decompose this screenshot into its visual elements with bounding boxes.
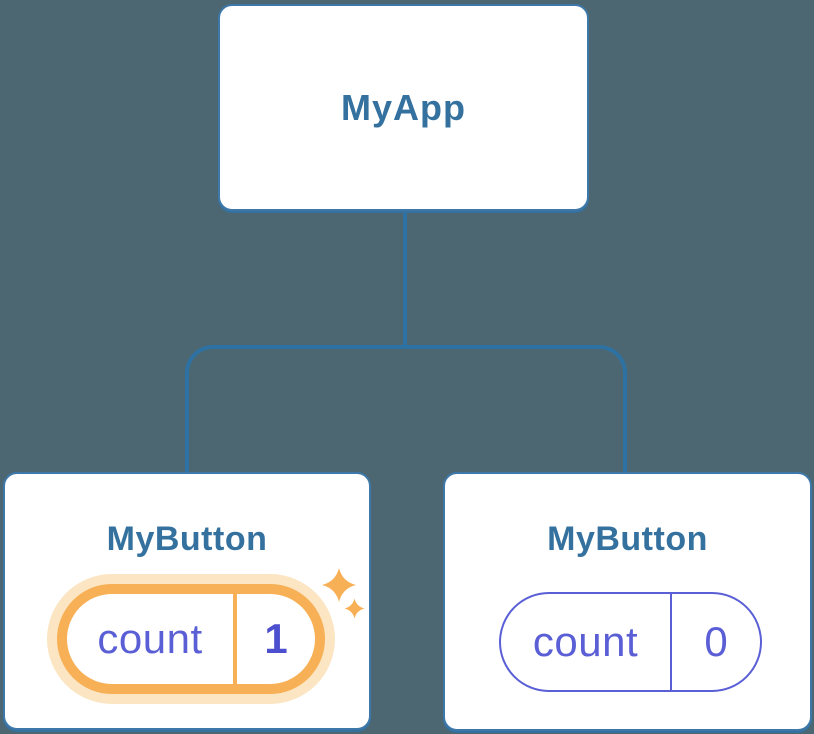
child-node-mybutton-left: MyButton count 1: [3, 472, 371, 730]
state-pill-divider: [670, 594, 672, 690]
child-node-label: MyButton: [547, 520, 708, 558]
root-connector-line: [403, 212, 407, 346]
state-value: 0: [704, 618, 728, 665]
state-pill-plain: count 0: [499, 592, 762, 692]
state-pill-highlighted: count 1: [47, 574, 335, 704]
child-node-mybutton-right: MyButton count 0: [443, 472, 812, 731]
root-node-label: MyApp: [341, 86, 466, 128]
child-node-label: MyButton: [106, 520, 268, 558]
branch-connector-line: [185, 345, 627, 472]
state-pill-body: count 1: [67, 594, 315, 684]
root-node-myapp: MyApp: [218, 4, 589, 211]
state-value: 1: [264, 615, 288, 662]
state-pill-highlight-ring: count 1: [57, 584, 325, 694]
state-pill-divider: [233, 594, 237, 684]
state-key: count: [532, 618, 639, 665]
state-key: count: [97, 615, 203, 662]
